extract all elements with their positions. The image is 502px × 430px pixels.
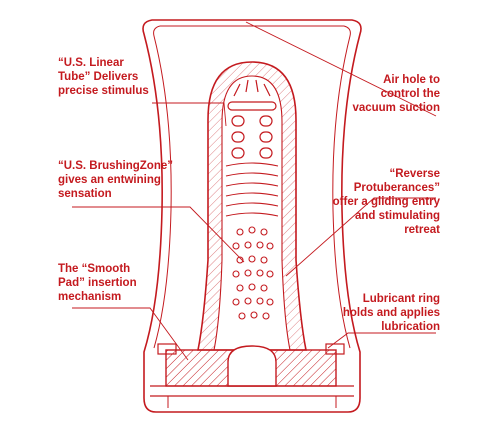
brushing-zone-teeth bbox=[227, 79, 277, 159]
leader-air-hole bbox=[245, 21, 437, 117]
label-air-hole: Air hole to control the vacuum suction bbox=[352, 74, 440, 114]
label-linear-tube: “U.S. Linear Tube” Delivers precise stim… bbox=[58, 57, 149, 97]
inner-channel bbox=[213, 75, 291, 351]
leader-reverse-protuberances bbox=[285, 197, 436, 277]
protuberance-nubs bbox=[232, 226, 274, 320]
leader-brushing-zone bbox=[72, 206, 245, 263]
leader-smooth-pad bbox=[72, 307, 189, 361]
inner-shell-left bbox=[153, 25, 172, 349]
leader-linear-tube bbox=[152, 102, 227, 127]
label-brushing-zone: “U.S. BrushingZone” gives an entwining s… bbox=[58, 160, 173, 200]
inner-sleeve-hatch bbox=[198, 62, 306, 350]
label-reverse-protuberances: “Reverse Protuberances” offer a gliding … bbox=[332, 168, 440, 236]
leader-lines bbox=[72, 21, 437, 361]
outer-shell bbox=[142, 19, 362, 413]
smooth-pad-base bbox=[150, 343, 354, 408]
label-lubricant-ring: Lubricant ring holds and applies lubrica… bbox=[342, 293, 440, 333]
label-smooth-pad: The “Smooth Pad” insertion mechanism bbox=[58, 263, 137, 303]
leader-lubricant-ring bbox=[327, 332, 436, 349]
rib-rings bbox=[225, 162, 279, 217]
inner-shell bbox=[160, 25, 351, 349]
